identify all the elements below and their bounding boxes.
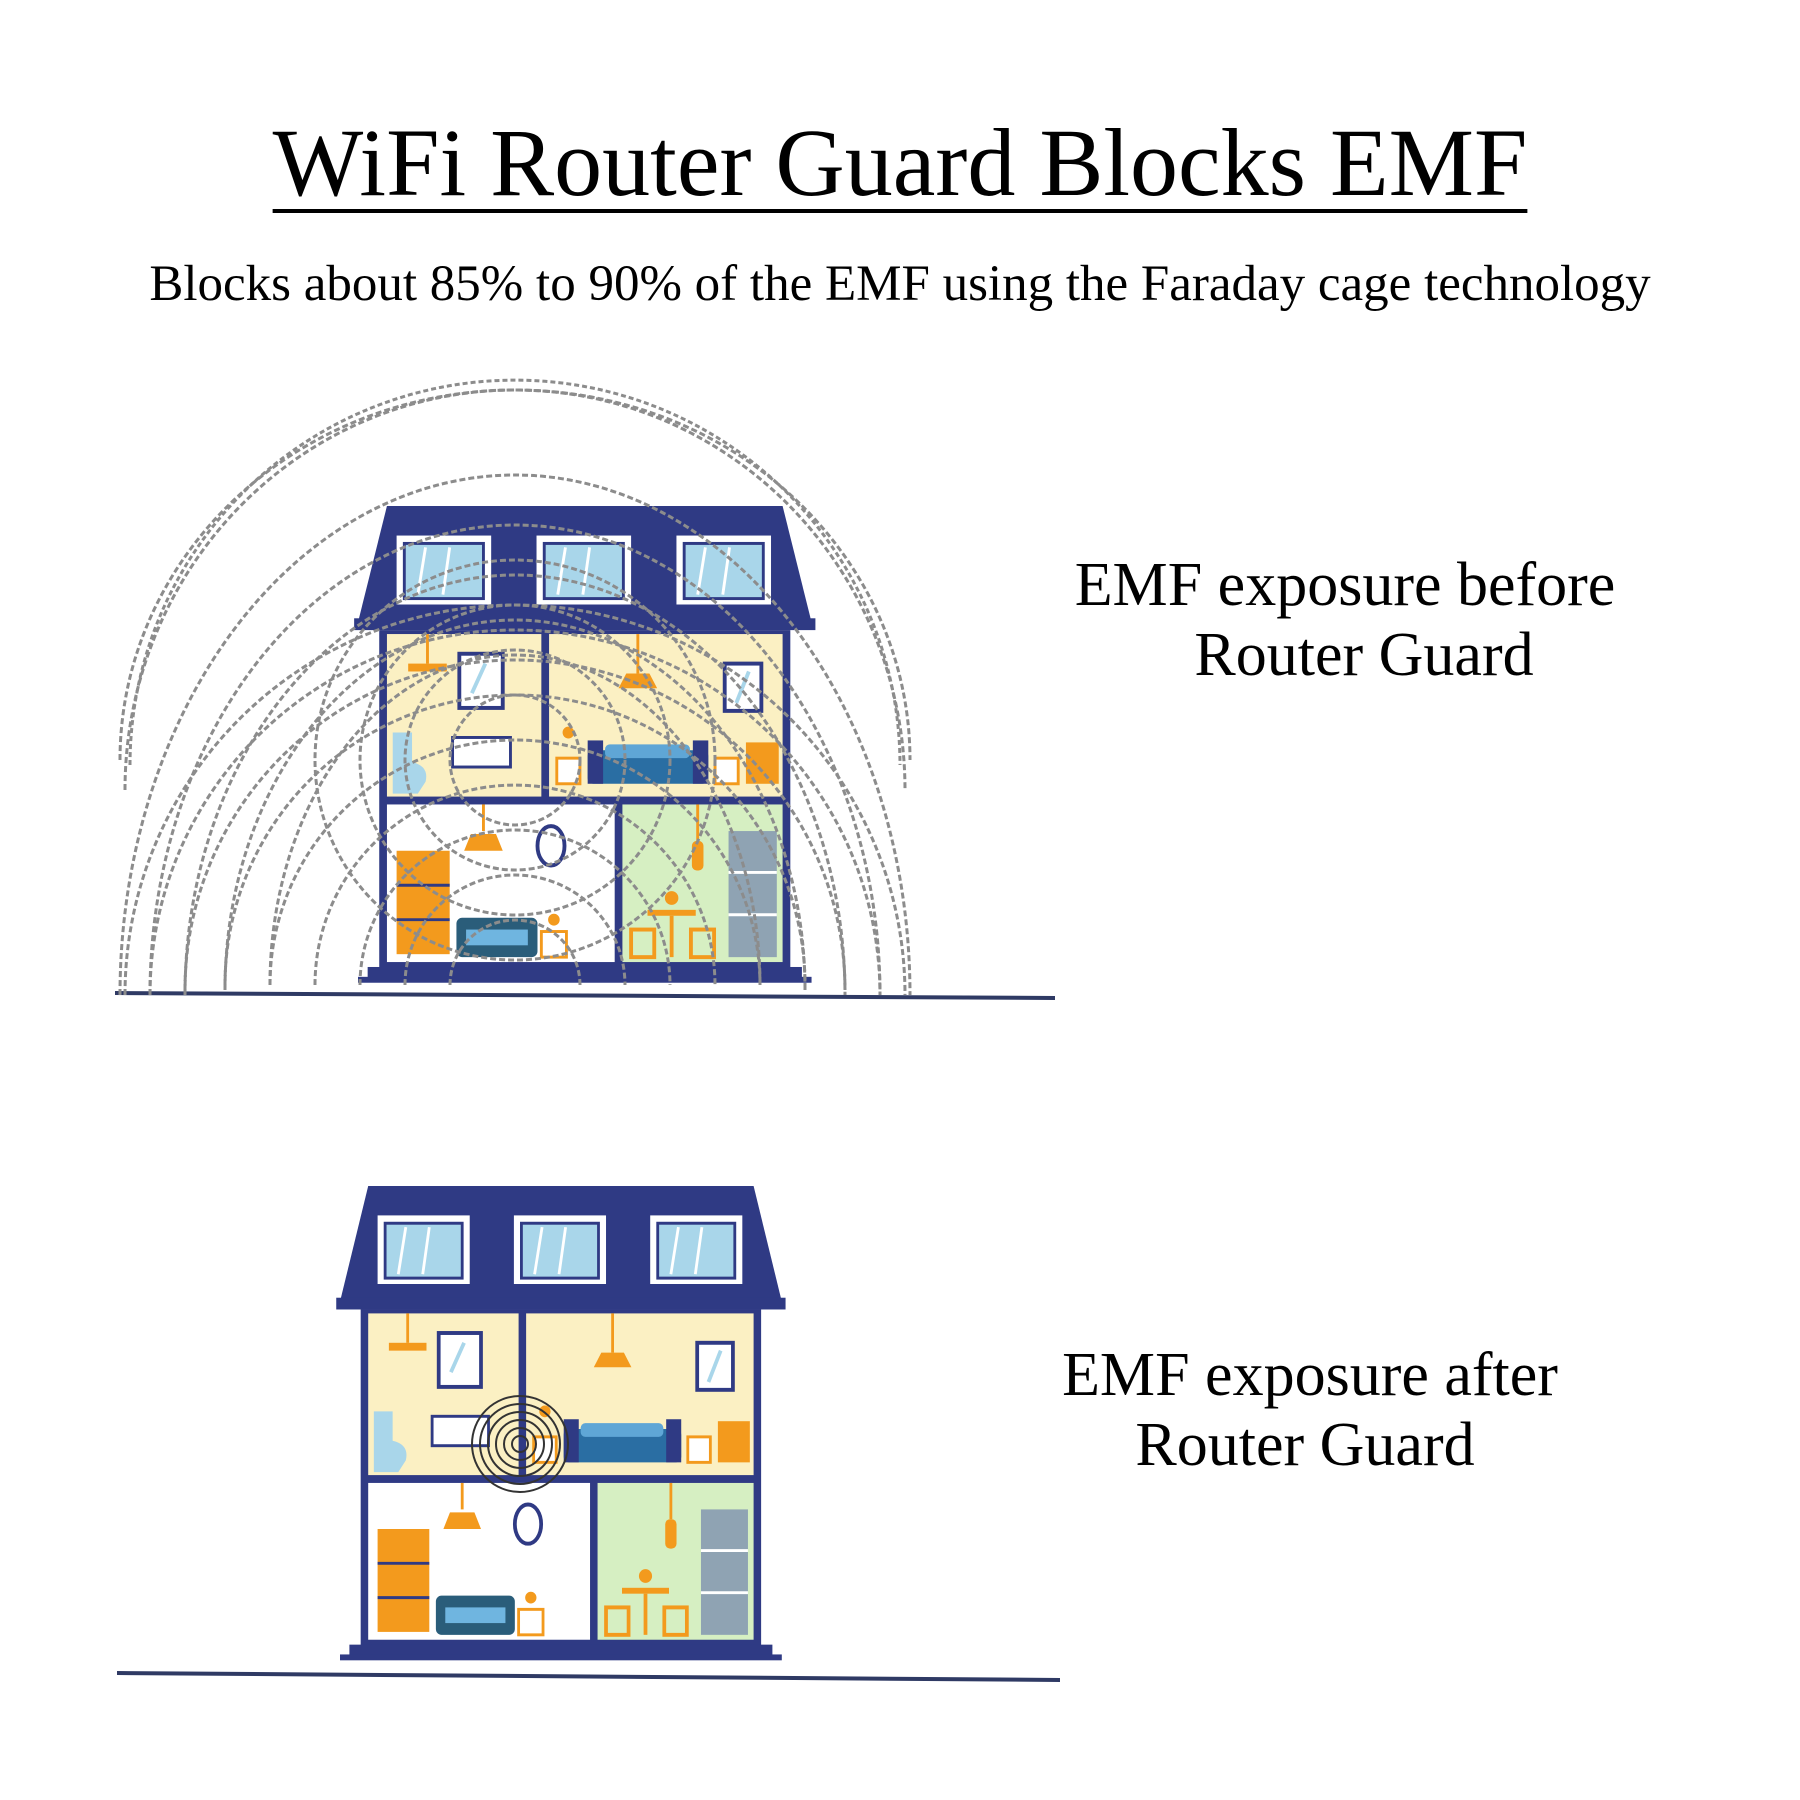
page-title: WiFi Router Guard Blocks EMF xyxy=(0,108,1800,218)
house-before-illustration xyxy=(114,378,1056,1000)
house-before-icon xyxy=(352,504,818,985)
house-after-illustration xyxy=(116,1184,1061,1682)
ground-line-after xyxy=(116,1671,1061,1682)
caption-after: EMF exposure after Router Guard xyxy=(1030,1340,1590,1480)
emf-rings-after-icon xyxy=(471,1395,569,1493)
caption-before-line1: EMF exposure before xyxy=(1074,551,1616,619)
page-subtitle: Blocks about 85% to 90% of the EMF using… xyxy=(149,256,1651,312)
caption-after-line1: EMF exposure after xyxy=(1062,1341,1558,1409)
caption-before: EMF exposure before Router Guard xyxy=(1045,550,1645,690)
house-after-icon xyxy=(334,1184,788,1663)
caption-after-line2: Router Guard xyxy=(1135,1411,1475,1479)
emf-rings-before-icon xyxy=(118,378,912,996)
ground-line-before xyxy=(114,991,1056,1000)
page-title-text: WiFi Router Guard Blocks EMF xyxy=(272,109,1528,216)
caption-before-line2: Router Guard xyxy=(1194,621,1534,689)
